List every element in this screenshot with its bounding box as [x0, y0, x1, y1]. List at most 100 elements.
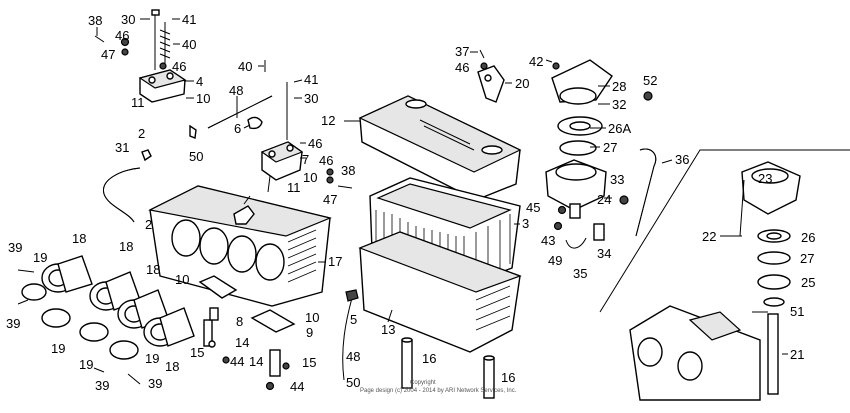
callout-7: 7 [302, 152, 309, 167]
inset-panel [599, 149, 850, 401]
callout-labels: 38 30 41 46 40 47 46 4 10 11 40 41 48 30… [6, 12, 815, 394]
callout-19: 19 [79, 357, 93, 372]
callout-6: 6 [234, 121, 241, 136]
callout-20: 20 [515, 76, 529, 91]
upper-left-bracket-assembly [94, 9, 187, 103]
callout-46: 46 [172, 59, 186, 74]
callout-12: 12 [321, 113, 335, 128]
callout-45: 45 [526, 200, 540, 215]
callout-16: 16 [422, 351, 436, 366]
callout-26A: 26A [608, 121, 631, 136]
lower-case-17 [148, 185, 332, 307]
callout-35: 35 [573, 266, 587, 281]
leader-lines [96, 18, 788, 355]
callout-42: 42 [529, 54, 543, 69]
callout-2: 2 [138, 126, 145, 141]
callout-39: 39 [95, 378, 109, 393]
callout-15: 15 [302, 355, 316, 370]
callout-18: 18 [119, 239, 133, 254]
callout-46: 46 [319, 153, 333, 168]
part-drawings [17, 9, 850, 401]
callout-27: 27 [800, 251, 814, 266]
callout-10: 10 [196, 91, 210, 106]
callout-31: 31 [115, 140, 129, 155]
upper-cover-12 [358, 95, 522, 201]
copyright-line-1: Copyright [410, 380, 436, 386]
callout-14: 14 [235, 335, 249, 350]
center-bottom-brackets [198, 275, 296, 391]
callout-19: 19 [33, 250, 47, 265]
callout-10: 10 [303, 170, 317, 185]
callout-41: 41 [182, 12, 196, 27]
callout-38: 38 [341, 163, 355, 178]
callout-46: 46 [308, 136, 322, 151]
callout-26: 26 [801, 230, 815, 245]
carburetor-joints [17, 255, 195, 385]
callout-36: 36 [675, 152, 689, 167]
callout-30: 30 [121, 12, 135, 27]
copyright-watermark: Copyright Page design (c) 2004 - 2014 by… [360, 380, 517, 394]
callout-19: 19 [145, 351, 159, 366]
callout-50: 50 [189, 149, 203, 164]
callout-18: 18 [165, 359, 179, 374]
callout-48: 48 [229, 83, 243, 98]
right-bracket-assembly [260, 141, 353, 193]
drain-tubes [342, 289, 495, 399]
callout-24: 24 [597, 192, 611, 207]
upper-right-parts [477, 49, 653, 249]
callout-18: 18 [72, 231, 86, 246]
callout-39: 39 [6, 316, 20, 331]
callout-47: 47 [101, 47, 115, 62]
callout-33: 33 [610, 172, 624, 187]
callout-16: 16 [501, 370, 515, 385]
callout-13: 13 [381, 322, 395, 337]
callout-27: 27 [603, 140, 617, 155]
lower-case-13 [358, 231, 522, 353]
callout-15: 15 [190, 345, 204, 360]
callout-50: 50 [346, 375, 360, 390]
callout-40: 40 [238, 59, 252, 74]
callout-8: 8 [236, 314, 243, 329]
callout-22: 22 [702, 229, 716, 244]
callout-30: 30 [304, 91, 318, 106]
callout-18: 18 [146, 262, 160, 277]
callout-43: 43 [541, 233, 555, 248]
callout-44: 44 [290, 379, 304, 394]
callout-25: 25 [801, 275, 815, 290]
callout-44: 44 [230, 354, 244, 369]
callout-10: 10 [175, 272, 189, 287]
callout-32: 32 [612, 97, 626, 112]
callout-41: 41 [304, 72, 318, 87]
callout-46: 46 [115, 28, 129, 43]
callout-17: 17 [328, 254, 342, 269]
callout-51: 51 [790, 304, 804, 319]
callout-11: 11 [287, 180, 301, 195]
callout-46: 46 [455, 60, 469, 75]
callout-4: 4 [196, 74, 203, 89]
copyright-line-2: Page design (c) 2004 - 2014 by ARI Netwo… [360, 388, 517, 394]
callout-52: 52 [643, 73, 657, 88]
callout-5: 5 [350, 312, 357, 327]
callout-39: 39 [8, 240, 22, 255]
callout-10: 10 [305, 310, 319, 325]
callout-14: 14 [249, 354, 263, 369]
callout-23: 23 [758, 171, 772, 186]
rod-48-assembly [141, 60, 288, 162]
callout-2: 2 [145, 217, 152, 232]
callout-47: 47 [323, 192, 337, 207]
callout-40: 40 [182, 37, 196, 52]
callout-39: 39 [148, 376, 162, 391]
callout-49: 49 [548, 253, 562, 268]
callout-38: 38 [88, 13, 102, 28]
callout-19: 19 [51, 341, 65, 356]
callout-11: 11 [131, 95, 145, 110]
callout-34: 34 [597, 246, 611, 261]
callout-48: 48 [346, 349, 360, 364]
hose-31 [103, 167, 141, 223]
callout-21: 21 [790, 347, 804, 362]
callout-37: 37 [455, 44, 469, 59]
callout-28: 28 [612, 79, 626, 94]
callout-9: 9 [306, 325, 313, 340]
callout-3: 3 [522, 216, 529, 231]
